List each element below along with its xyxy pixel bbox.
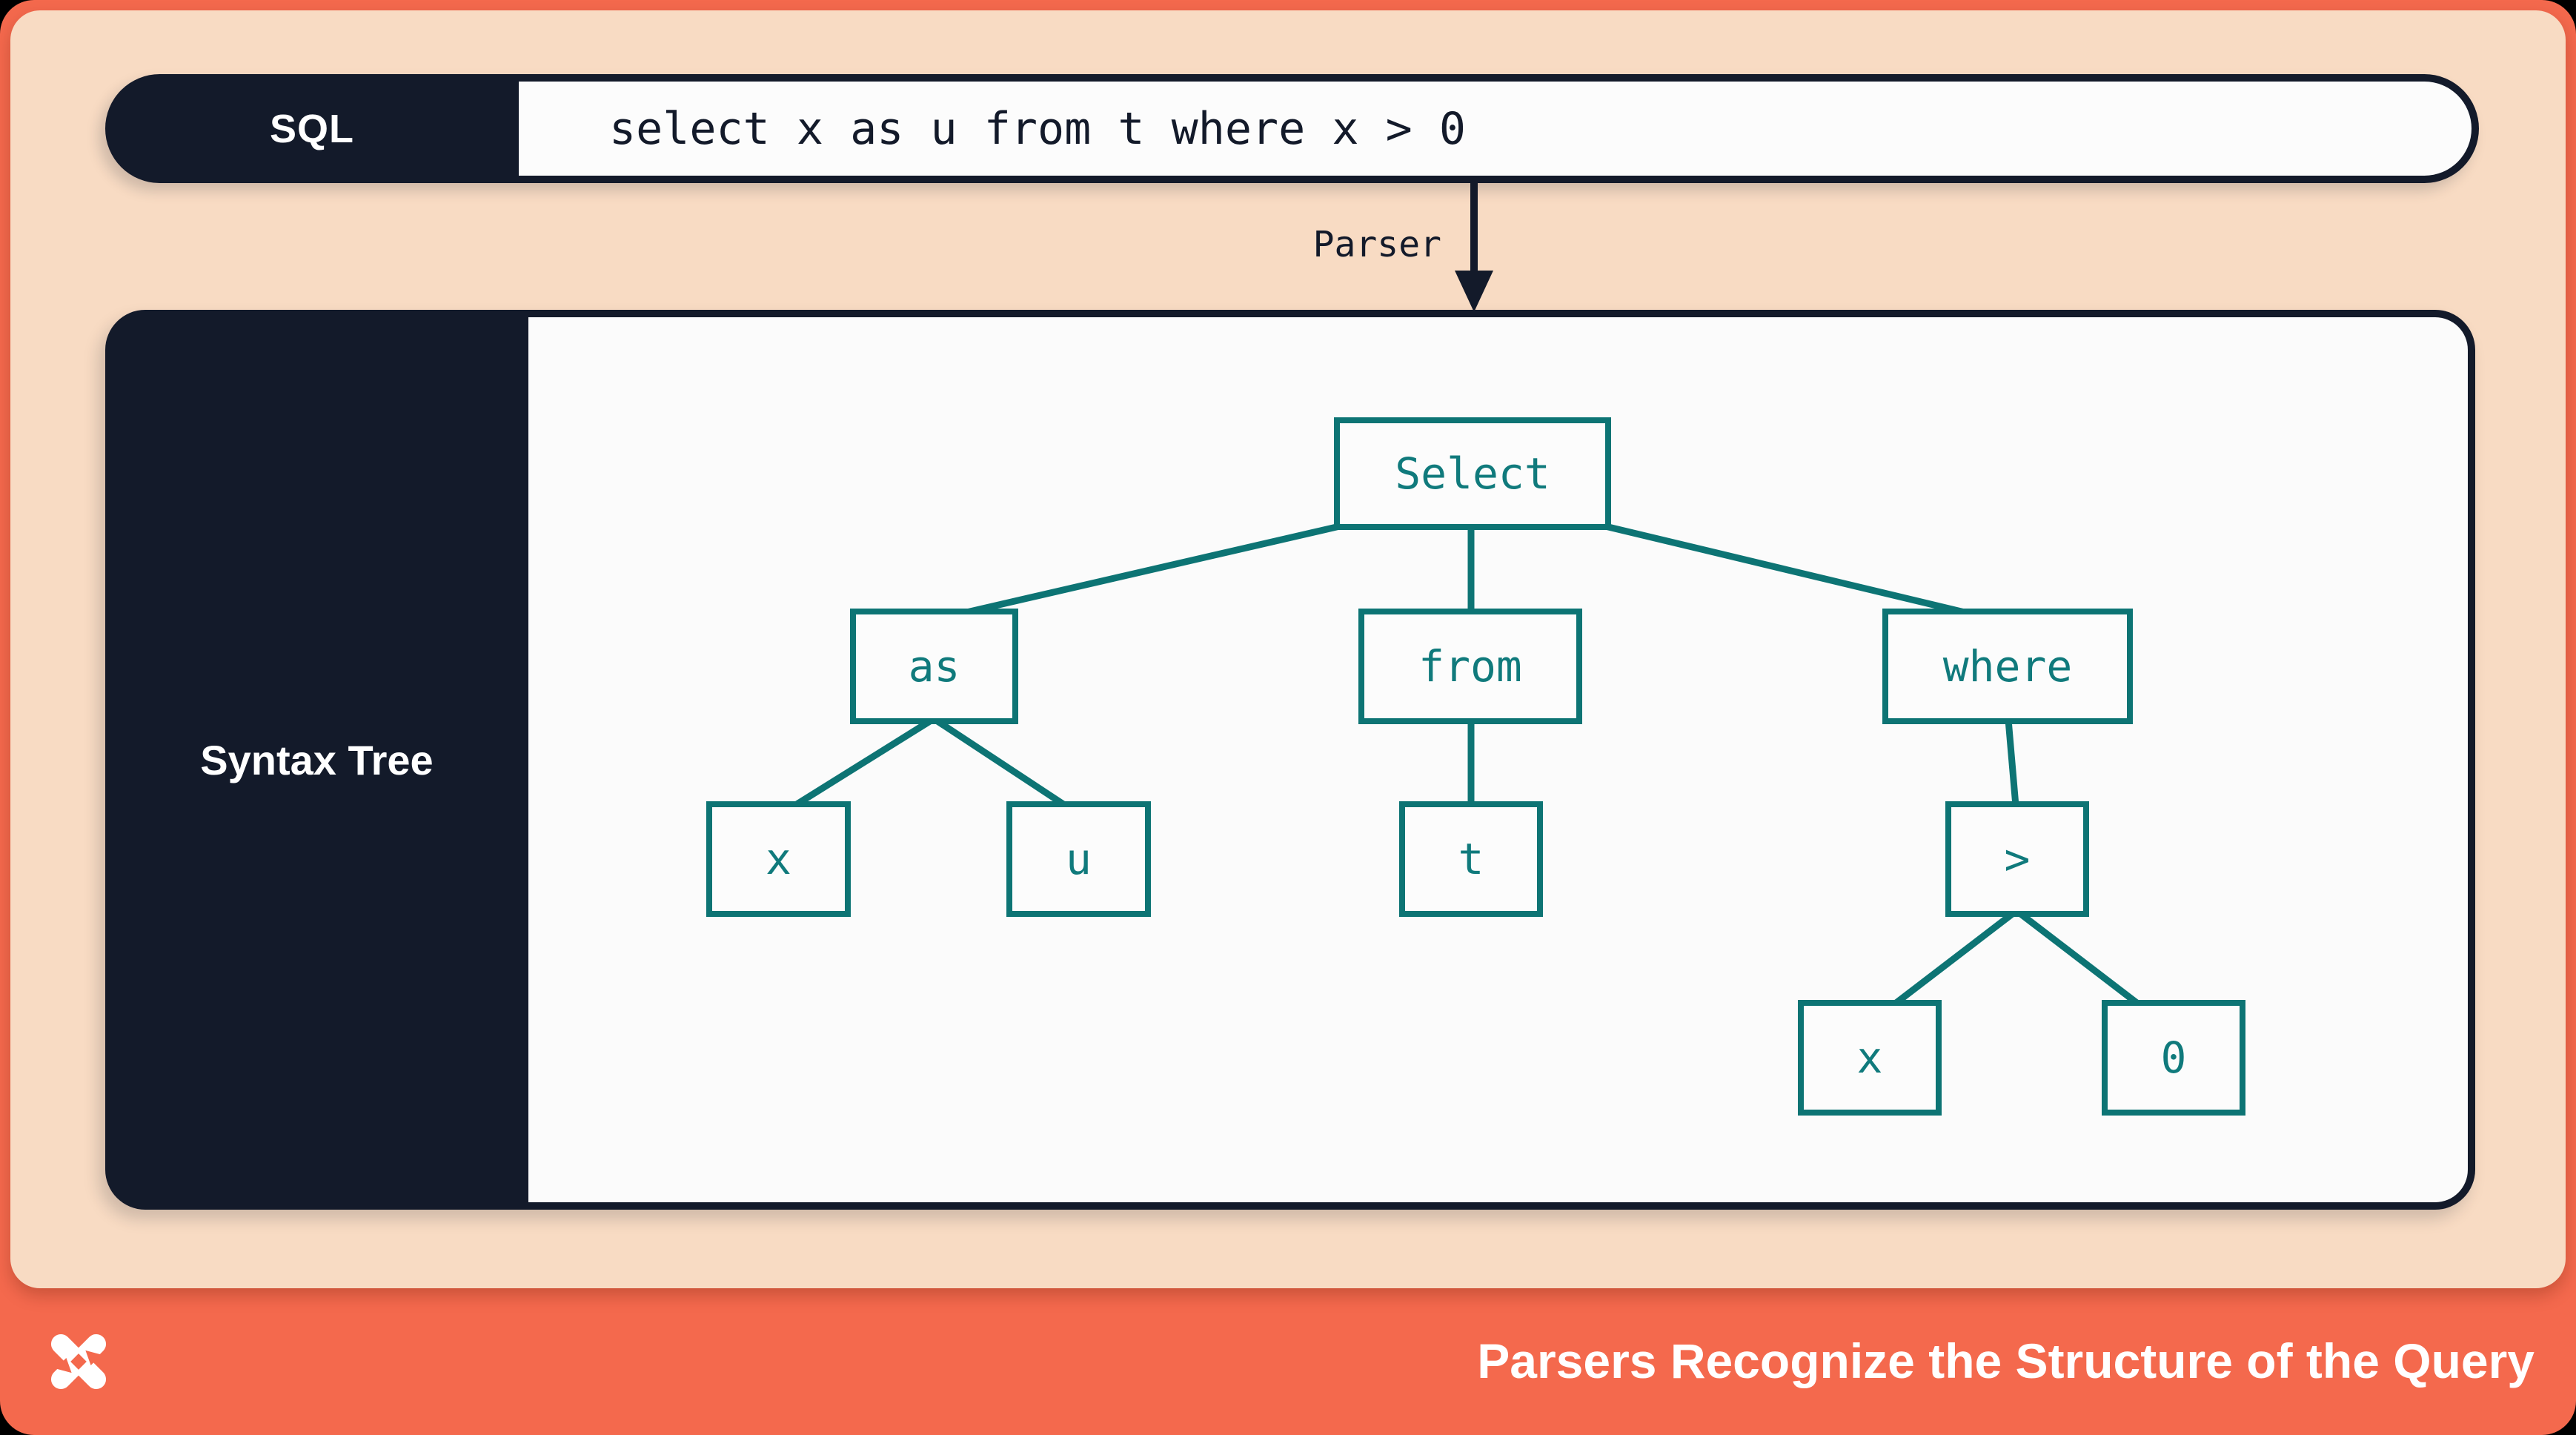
tree-node-select: Select <box>1334 417 1611 530</box>
tree-node-gt: > <box>1945 801 2089 917</box>
tree-node-u: u <box>1006 801 1151 917</box>
tree-node-t: t <box>1399 801 1543 917</box>
dolt-logo-icon <box>50 1333 107 1390</box>
tree-node-x-col: x <box>706 801 851 917</box>
sql-bar: select x as u from t where x > 0 SQL <box>105 74 2479 183</box>
tree-node-as: as <box>850 609 1018 724</box>
footer-title: Parsers Recognize the Structure of the Q… <box>1477 1333 2534 1388</box>
tree-node-zero: 0 <box>2102 1000 2245 1116</box>
parser-label: Parser <box>1312 224 1441 265</box>
tree-node-x-cmp: x <box>1798 1000 1942 1116</box>
tree-node-from: from <box>1358 609 1582 724</box>
sql-bar-label: SQL <box>269 106 354 151</box>
sql-query-text: select x as u from t where x > 0 <box>609 102 1466 155</box>
sql-query-area: select x as u from t where x > 0 <box>519 82 2472 176</box>
tree-node-where: where <box>1882 609 2133 724</box>
syntax-tree-label: Syntax Tree <box>200 736 434 783</box>
